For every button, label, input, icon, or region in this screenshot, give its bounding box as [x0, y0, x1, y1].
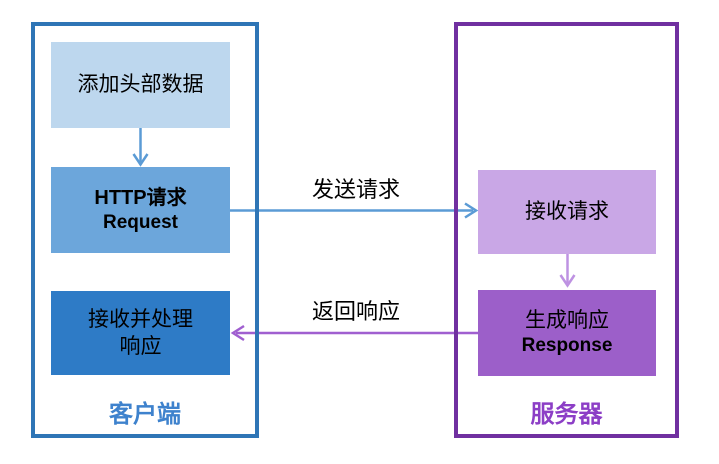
client-container — [31, 22, 259, 438]
client-box-receive-response: 接收并处理 响应 — [51, 291, 230, 375]
server-box-generate-response: 生成响应 Response — [478, 290, 656, 376]
server-down-arrow-head — [559, 274, 576, 288]
client-down-arrow-head — [132, 153, 149, 167]
client-box-add-header: 添加头部数据 — [51, 42, 230, 128]
return-response-label: 返回响应 — [311, 299, 400, 324]
client-down-arrow — [132, 128, 149, 167]
server-label: 服务器 — [530, 401, 603, 428]
server-box-generate-response-line2: Response — [521, 335, 613, 357]
server-down-arrow — [559, 254, 576, 288]
send-request-arrow-head — [464, 202, 479, 219]
server-box-generate-response-line1: 生成响应 — [525, 309, 609, 332]
client-box-add-header-text: 添加头部数据 — [77, 73, 204, 97]
send-request-label: 发送请求 — [311, 177, 400, 202]
client-box-receive-response-line1: 接收并处理 — [88, 307, 193, 331]
return-response-arrow — [230, 324, 478, 342]
client-box-receive-response-line2: 响应 — [119, 335, 162, 358]
server-box-receive-request-text: 接收请求 — [525, 200, 609, 224]
client-box-http-request-line1: HTTP请求 — [94, 186, 187, 209]
send-request-arrow — [230, 202, 479, 219]
client-box-http-request-line2: Request — [103, 211, 178, 233]
client-box-http-request: HTTP请求 Request — [51, 167, 230, 253]
server-container — [454, 22, 679, 438]
return-response-arrow-head — [230, 324, 245, 342]
server-box-receive-request: 接收请求 — [478, 170, 656, 254]
client-label: 客户端 — [109, 401, 181, 428]
